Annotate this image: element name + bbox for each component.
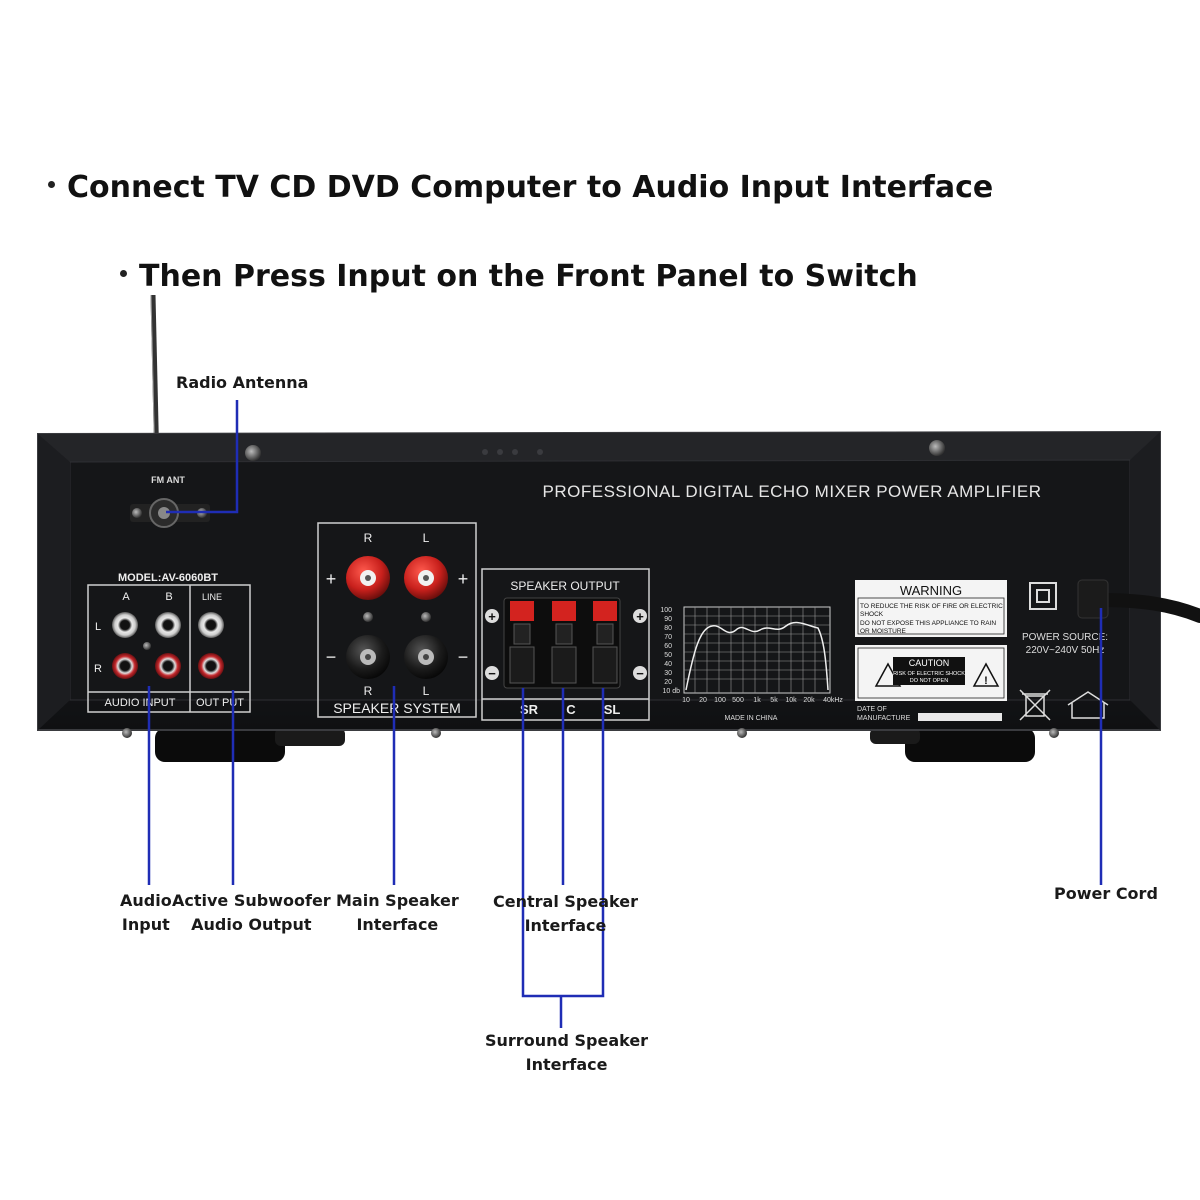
sr-positive-clip bbox=[510, 601, 534, 621]
svg-text:50: 50 bbox=[664, 652, 672, 659]
svg-text:40kHz: 40kHz bbox=[823, 697, 843, 704]
c-positive-clip bbox=[552, 601, 576, 621]
svg-text:+: + bbox=[636, 609, 644, 624]
rca-a-right bbox=[112, 653, 138, 679]
svg-text:220V~240V 50Hz: 220V~240V 50Hz bbox=[1026, 645, 1105, 656]
c-negative-clip bbox=[551, 646, 577, 684]
headline-line-2: Then Press Input on the Front Panel to S… bbox=[120, 259, 918, 294]
svg-text:L: L bbox=[95, 621, 101, 633]
rca-jacks[interactable] bbox=[112, 612, 224, 679]
svg-text:R: R bbox=[94, 663, 102, 675]
svg-text:−: − bbox=[458, 647, 469, 667]
svg-text:LINE: LINE bbox=[202, 592, 222, 602]
svg-text:70: 70 bbox=[664, 634, 672, 641]
radio-antenna-label: Radio Antenna bbox=[176, 373, 309, 392]
subwoofer-output-label: Active Subwoofer Audio Output bbox=[172, 891, 331, 934]
svg-text:40: 40 bbox=[664, 661, 672, 668]
svg-text:DO NOT EXPOSE THIS APPLIANCE T: DO NOT EXPOSE THIS APPLIANCE TO RAIN bbox=[860, 620, 996, 627]
svg-text:MADE IN CHINA: MADE IN CHINA bbox=[725, 715, 778, 722]
svg-text:OUT PUT: OUT PUT bbox=[196, 697, 244, 709]
rca-b-right bbox=[155, 653, 181, 679]
sl-negative-clip bbox=[592, 646, 618, 684]
svg-text:SPEAKER SYSTEM: SPEAKER SYSTEM bbox=[333, 700, 461, 716]
rca-line-left bbox=[198, 612, 224, 638]
svg-text:−: − bbox=[488, 666, 496, 681]
svg-text:WARNING: WARNING bbox=[900, 583, 962, 598]
svg-text:80: 80 bbox=[664, 625, 672, 632]
fm-antenna-connector[interactable]: FM ANT bbox=[130, 475, 210, 528]
surround-sr-leader bbox=[521, 688, 605, 998]
power-cord-label: Power Cord bbox=[1054, 884, 1158, 903]
radio-antenna-leader bbox=[166, 400, 239, 514]
frequency-response-graph: 100 90 80 70 60 50 40 30 20 10 db 10 20 … bbox=[660, 606, 843, 722]
caution-label: ! CAUTION RISK OF ELECTRIC SHOCK DO NOT … bbox=[855, 645, 1007, 701]
svg-text:−: − bbox=[636, 666, 644, 681]
bullet-dot bbox=[120, 270, 127, 277]
rca-b-left bbox=[155, 612, 181, 638]
svg-text:L: L bbox=[423, 684, 430, 698]
svg-text:90: 90 bbox=[664, 616, 672, 623]
svg-text:R: R bbox=[364, 684, 373, 698]
svg-text:L: L bbox=[423, 531, 430, 545]
panel-title: PROFESSIONAL DIGITAL ECHO MIXER POWER AM… bbox=[543, 482, 1042, 501]
sr-negative-clip bbox=[509, 646, 535, 684]
svg-text:10 db: 10 db bbox=[662, 688, 680, 695]
svg-text:CAUTION: CAUTION bbox=[909, 658, 950, 668]
date-of-label: DATE OF bbox=[857, 706, 887, 713]
rca-a-left bbox=[112, 612, 138, 638]
manufacture-label: MANUFACTURE bbox=[857, 715, 911, 722]
surround-speaker-label: Surround Speaker Interface bbox=[485, 1031, 649, 1074]
svg-text:5k: 5k bbox=[770, 697, 778, 704]
svg-text:OR MOISTURE: OR MOISTURE bbox=[860, 628, 907, 635]
svg-text:100: 100 bbox=[714, 697, 726, 704]
svg-text:SHOCK: SHOCK bbox=[860, 611, 884, 618]
svg-text:+: + bbox=[458, 569, 469, 589]
svg-text:30: 30 bbox=[664, 670, 672, 677]
audio-input-label: Audio Input bbox=[120, 891, 172, 934]
svg-text:RISK OF ELECTRIC SHOCK: RISK OF ELECTRIC SHOCK bbox=[893, 671, 965, 677]
leader-lines bbox=[147, 400, 1103, 1028]
rca-line-right bbox=[198, 653, 224, 679]
spring-clip-terminals[interactable] bbox=[509, 601, 618, 684]
speaker-binding-posts[interactable] bbox=[346, 556, 448, 679]
svg-text:60: 60 bbox=[664, 643, 672, 650]
svg-text:+: + bbox=[326, 569, 337, 589]
svg-text:TO REDUCE THE RISK OF FIRE OR: TO REDUCE THE RISK OF FIRE OR ELECTRIC bbox=[860, 603, 1003, 610]
svg-text:+: + bbox=[488, 609, 496, 624]
svg-text:R: R bbox=[364, 531, 373, 545]
svg-text:SR: SR bbox=[520, 702, 539, 717]
svg-text:500: 500 bbox=[732, 697, 744, 704]
svg-text:20: 20 bbox=[664, 679, 672, 686]
svg-text:FM ANT: FM ANT bbox=[151, 475, 185, 485]
svg-text:DO NOT OPEN: DO NOT OPEN bbox=[910, 678, 948, 684]
svg-text:SL: SL bbox=[604, 702, 621, 717]
svg-text:AUDIO INPUT: AUDIO INPUT bbox=[105, 697, 176, 709]
svg-text:100: 100 bbox=[660, 607, 672, 614]
central-speaker-label: Central Speaker Interface bbox=[493, 892, 638, 935]
double-insulation-icon bbox=[1029, 582, 1057, 610]
sl-positive-clip bbox=[593, 601, 617, 621]
svg-text:1k: 1k bbox=[753, 697, 761, 704]
speaker-system-block: R L + + − − R L SPEAKER SYSTEM bbox=[317, 522, 477, 718]
headline-line-1: Connect TV CD DVD Computer to Audio Inpu… bbox=[48, 170, 993, 205]
svg-text:20k: 20k bbox=[803, 697, 815, 704]
svg-text:−: − bbox=[326, 647, 337, 667]
svg-text:C: C bbox=[566, 702, 576, 717]
svg-text:POWER SOURCE:: POWER SOURCE: bbox=[1022, 632, 1108, 643]
svg-text:10: 10 bbox=[682, 697, 690, 704]
svg-text:!: ! bbox=[984, 675, 988, 687]
svg-text:B: B bbox=[165, 591, 172, 603]
weee-bin-icon bbox=[1019, 689, 1051, 721]
power-section: POWER SOURCE: 220V~240V 50Hz bbox=[1019, 582, 1109, 721]
bullet-dot bbox=[48, 181, 55, 188]
rubber-feet bbox=[155, 728, 1035, 762]
main-speaker-label: Main Speaker Interface bbox=[336, 891, 459, 934]
svg-text:SPEAKER OUTPUT: SPEAKER OUTPUT bbox=[510, 579, 620, 593]
svg-text:A: A bbox=[122, 591, 130, 603]
svg-text:MODEL:AV-6060BT: MODEL:AV-6060BT bbox=[118, 572, 218, 584]
warning-label: WARNING TO REDUCE THE RISK OF FIRE OR EL… bbox=[855, 580, 1007, 637]
svg-text:20: 20 bbox=[699, 697, 707, 704]
svg-text:10k: 10k bbox=[785, 697, 797, 704]
